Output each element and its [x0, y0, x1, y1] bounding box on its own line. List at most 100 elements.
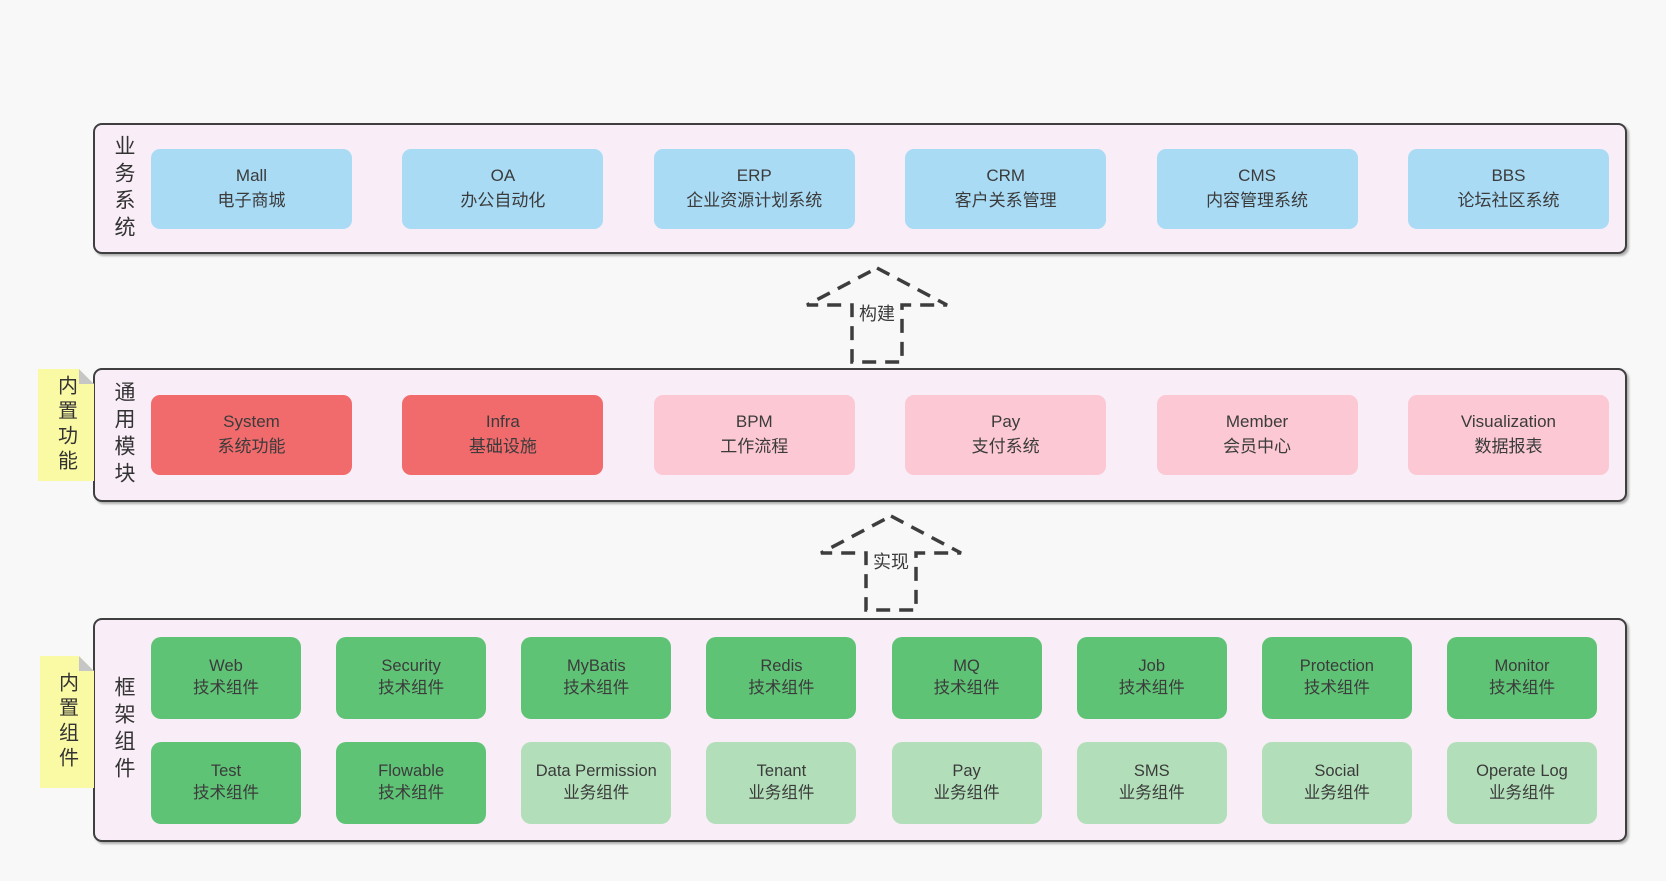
- box-title: OA: [490, 165, 516, 185]
- box-title: SMS: [1133, 761, 1170, 780]
- box-subtitle: 技术组件: [1303, 678, 1370, 697]
- box-subtitle: 工作流程: [720, 437, 789, 456]
- box-pay: Pay 支付系统: [905, 395, 1107, 475]
- box-operate-log: Operate Log 业务组件: [1446, 741, 1597, 824]
- build-arrow: 构建: [802, 264, 952, 366]
- box-member: Member 会员中心: [1156, 395, 1358, 475]
- box-subtitle: 企业资源计划系统: [686, 190, 823, 210]
- sticky-note-label: 内置功能: [54, 375, 77, 475]
- box-title: BBS: [1491, 165, 1526, 185]
- box-bpm: BPM 工作流程: [653, 395, 855, 475]
- implement-arrow-label: 实现: [871, 548, 911, 574]
- box-pay: Pay 业务组件: [891, 741, 1042, 824]
- box-title: MQ: [953, 656, 980, 675]
- layer-side-label: 通用模块: [112, 381, 135, 489]
- box-subtitle: 技术组件: [563, 678, 630, 697]
- box-subtitle: 客户关系管理: [954, 190, 1057, 210]
- box-infra: Infra 基础设施: [402, 395, 604, 475]
- box-oa: OA 办公自动化: [402, 148, 604, 229]
- box-subtitle: 业务组件: [1118, 783, 1185, 802]
- box-title: Monitor: [1494, 656, 1550, 675]
- box-sms: SMS 业务组件: [1076, 741, 1227, 824]
- box-subtitle: 业务组件: [1488, 783, 1555, 802]
- box-subtitle: 系统功能: [217, 437, 286, 456]
- box-test: Test 技术组件: [151, 741, 301, 824]
- box-title: Operate Log: [1476, 761, 1568, 780]
- box-cms: CMS 内容管理系统: [1156, 148, 1358, 229]
- box-title: Pay: [952, 761, 981, 780]
- box-social: Social 业务组件: [1261, 741, 1412, 824]
- box-mybatis: MyBatis 技术组件: [521, 636, 672, 719]
- box-subtitle: 业务组件: [1303, 783, 1370, 802]
- layer-boxes: System 系统功能 Infra 基础设施 BPM 工作流程 Pay 支付系统 Member 会…: [143, 370, 1625, 500]
- box-subtitle: 论坛社区系统: [1457, 190, 1560, 210]
- box-subtitle: 支付系统: [971, 437, 1040, 456]
- box-title: BPM: [735, 412, 773, 432]
- box-title: Test: [210, 761, 242, 780]
- sticky-note-built-in-features: 内置功能: [38, 369, 94, 481]
- layer-side-label: 框架组件: [112, 676, 135, 784]
- box-title: CRM: [986, 165, 1026, 185]
- box-erp: ERP 企业资源计划系统: [653, 148, 855, 229]
- box-subtitle: 数据报表: [1474, 437, 1543, 456]
- box-data-permission: Data Permission 业务组件: [521, 741, 672, 824]
- box-subtitle: 内容管理系统: [1206, 190, 1309, 210]
- box-subtitle: 电子商城: [217, 190, 286, 210]
- layer-row: System 系统功能 Infra 基础设施 BPM 工作流程 Pay 支付系统 Member 会…: [151, 395, 1609, 475]
- box-subtitle: 技术组件: [193, 783, 259, 802]
- box-subtitle: 技术组件: [748, 678, 815, 697]
- box-title: Member: [1225, 412, 1289, 432]
- box-title: Visualization: [1460, 412, 1557, 432]
- layer-side-label: 业务系统: [112, 134, 135, 243]
- box-crm: CRM 客户关系管理: [905, 148, 1107, 229]
- sticky-note-built-in-components: 内置组件: [40, 656, 94, 788]
- box-subtitle: 办公自动化: [460, 190, 546, 210]
- box-subtitle: 技术组件: [193, 678, 259, 697]
- box-web: Web 技术组件: [151, 636, 301, 719]
- box-title: Security: [381, 656, 441, 675]
- layer-common-modules: 通用模块 System 系统功能 Infra 基础设施 BPM 工作流程 Pay 支付系统 Me…: [93, 368, 1627, 502]
- box-title: MyBatis: [566, 656, 626, 675]
- up-arrow-icon: [820, 514, 962, 612]
- box-subtitle: 会员中心: [1223, 437, 1292, 456]
- box-bbs: BBS 论坛社区系统: [1407, 148, 1609, 229]
- box-title: System: [223, 412, 280, 432]
- box-subtitle: 技术组件: [378, 783, 445, 802]
- up-arrow-icon: [806, 266, 948, 364]
- box-title: Data Permission: [535, 761, 657, 780]
- box-subtitle: 技术组件: [378, 678, 445, 697]
- box-title: Web: [209, 656, 243, 675]
- box-title: Flowable: [378, 761, 445, 780]
- box-subtitle: 业务组件: [563, 783, 630, 802]
- box-visualization: Visualization 数据报表: [1407, 395, 1609, 475]
- box-subtitle: 业务组件: [933, 783, 1000, 802]
- box-subtitle: 业务组件: [748, 783, 815, 802]
- box-title: Infra: [485, 412, 520, 432]
- folded-corner-icon: [79, 369, 94, 384]
- box-subtitle: 基础设施: [468, 437, 537, 456]
- box-title: ERP: [736, 165, 772, 185]
- box-security: Security 技术组件: [336, 636, 487, 719]
- box-subtitle: 技术组件: [933, 678, 1000, 697]
- box-system: System 系统功能: [151, 395, 352, 475]
- box-redis: Redis 技术组件: [706, 636, 857, 719]
- box-title: Social: [1314, 761, 1360, 780]
- box-title: Redis: [760, 656, 803, 675]
- box-title: Job: [1138, 656, 1165, 675]
- build-arrow-label: 构建: [857, 300, 897, 326]
- box-title: CMS: [1238, 165, 1276, 185]
- box-title: Pay: [991, 412, 1021, 432]
- folded-corner-icon: [79, 656, 94, 671]
